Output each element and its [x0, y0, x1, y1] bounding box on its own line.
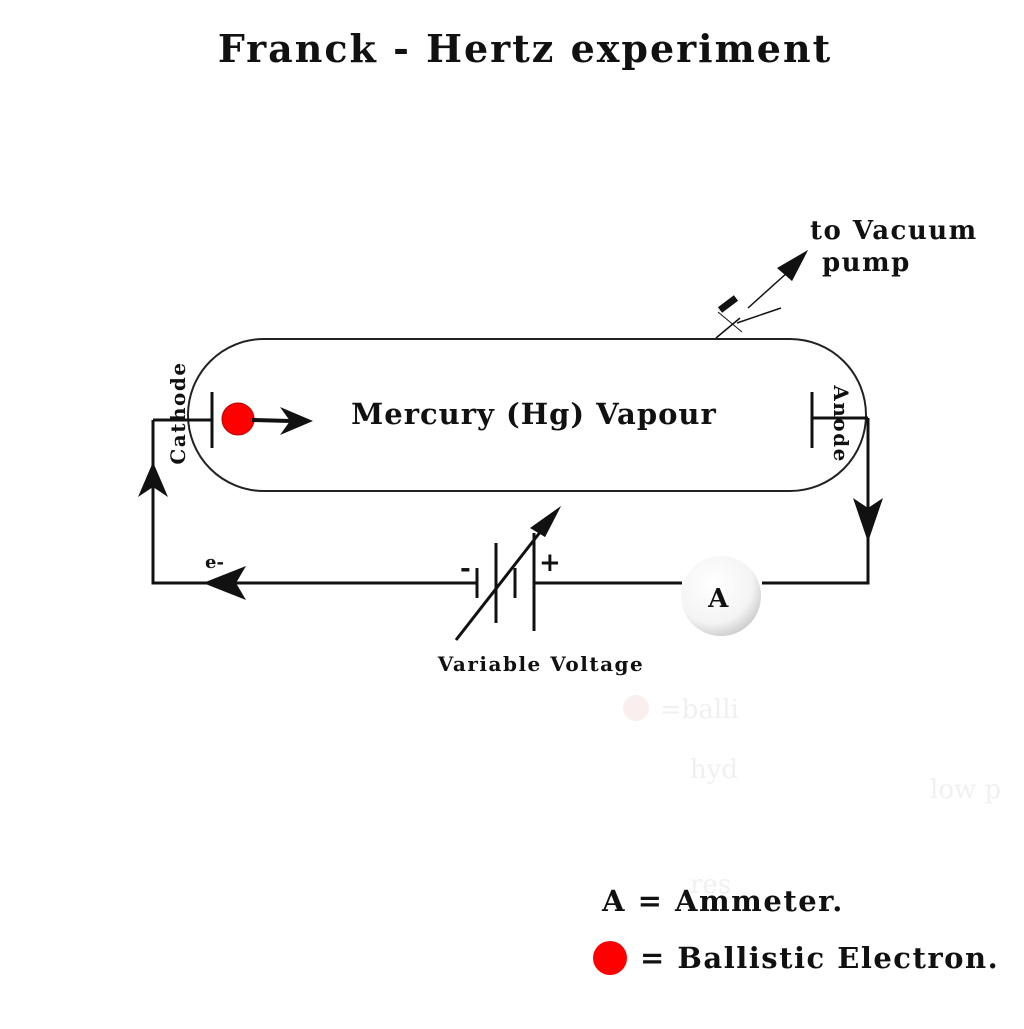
ballistic-electron — [221, 402, 255, 436]
current-arrow-up-icon — [138, 462, 168, 497]
source-plus-label: + — [539, 548, 562, 578]
vacuum-pump-arrow-head — [777, 250, 808, 281]
legend-ammeter: A = Ammeter. — [601, 884, 844, 918]
svg-text:low p: low p — [930, 775, 1001, 805]
electron-flow-label: e- — [205, 552, 224, 573]
legend: A = Ammeter. = Ballistic Electron. — [593, 884, 999, 975]
source-label: Variable Voltage — [437, 652, 645, 676]
legend-electron: = Ballistic Electron. — [640, 941, 999, 975]
electron-flow-arrow-icon — [203, 566, 246, 600]
ammeter-symbol: A — [707, 584, 730, 614]
anode-label: Anode — [829, 384, 853, 463]
cathode-label: Cathode — [166, 361, 190, 464]
electron-direction-arrow — [251, 407, 313, 435]
tube-label: Mercury (Hg) Vapour — [351, 397, 717, 431]
current-arrow-down-icon — [853, 498, 883, 542]
cathode-electrode — [153, 392, 214, 448]
ammeter: A — [681, 556, 761, 636]
svg-text:hyd: hyd — [690, 755, 738, 785]
variable-voltage-source — [475, 533, 536, 631]
vacuum-pump-label-line1: to Vacuum — [810, 216, 978, 246]
variable-voltage-arrow — [454, 506, 561, 641]
source-minus-label: - — [460, 554, 472, 584]
svg-text:res: res — [690, 870, 731, 900]
svg-text:=balli: =balli — [660, 695, 739, 725]
anode-electrode — [810, 392, 868, 448]
legend-electron-icon — [593, 941, 627, 975]
vacuum-pump-valve — [715, 271, 789, 339]
page-title: Franck - Hertz experiment — [218, 26, 832, 71]
vacuum-pump-label-line2: pump — [822, 248, 911, 278]
background-artifacts: =balli hyd low p res — [623, 695, 1001, 900]
vacuum-tube — [187, 338, 867, 492]
